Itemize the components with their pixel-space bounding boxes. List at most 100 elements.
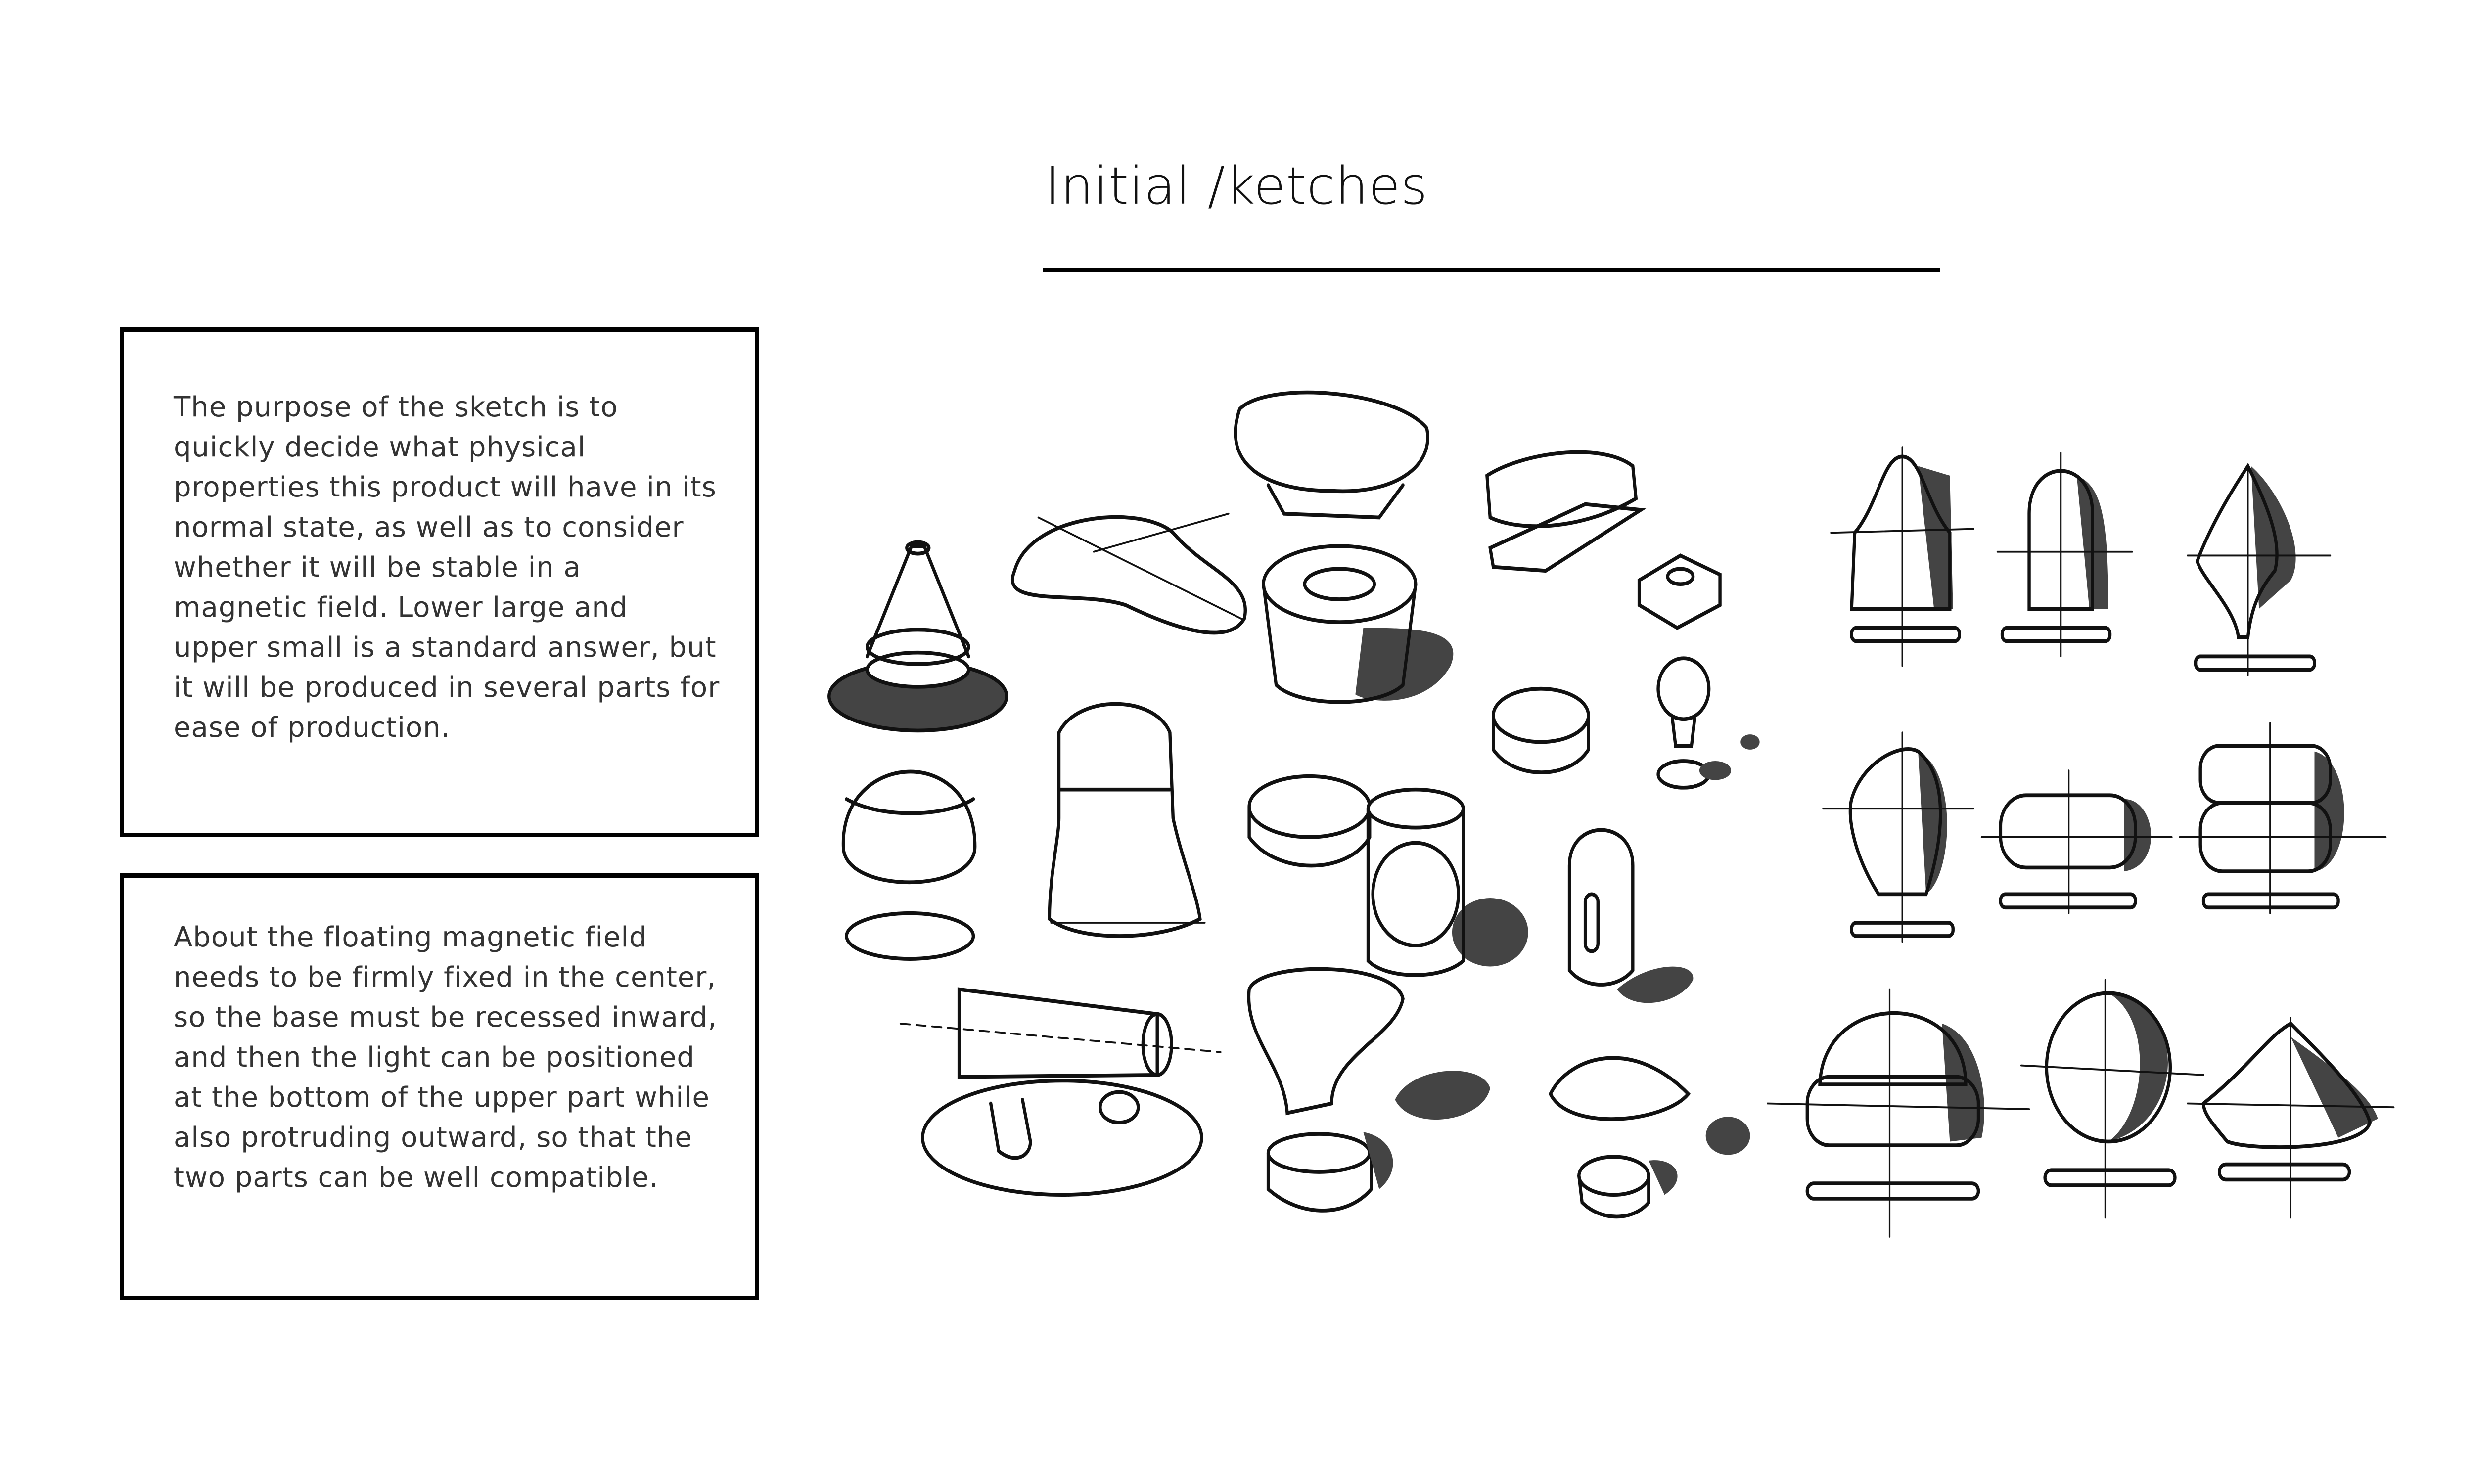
note-box-magnetic-field: About the floating magnetic field needs … (120, 873, 759, 1300)
sketch-stroke (1266, 1132, 1372, 1174)
sketch-stroke (1918, 751, 1947, 895)
sketch-pie (1247, 774, 1372, 868)
sketch-stroke (1577, 1173, 1650, 1219)
form-studies-grid (1767, 446, 2395, 1238)
sketch-stroke (1740, 734, 1760, 750)
page-title: Initial /ketches (1045, 156, 1428, 216)
sketch-stroke (1767, 988, 2030, 1238)
sketch-stroke (1266, 483, 1405, 520)
sketch-stroke (2201, 892, 2340, 910)
sketch-stroke (1366, 787, 1465, 830)
sketch-stroke (2198, 744, 2332, 805)
sketch-stroke (1805, 1181, 1980, 1201)
sketch-stroke (1666, 567, 1695, 586)
sketch-stroke (2251, 466, 2296, 609)
sketch-stroke (1548, 1056, 1691, 1121)
sketch-stroke (1671, 717, 1696, 748)
sketch-stroke (1488, 502, 1647, 573)
sketch-stroke (1649, 1160, 1678, 1195)
sketch-mushroom (1548, 1056, 1750, 1219)
sketch-stroke (1395, 1071, 1490, 1120)
sketch-stroke (1577, 1155, 1650, 1197)
sketch-stroke (1485, 450, 1638, 528)
sketch-stroke (1266, 1151, 1373, 1213)
sketch-stroke (841, 769, 977, 885)
sketch-stroke (1848, 747, 1942, 897)
sketch-stroke (1371, 841, 1460, 948)
sketch-stroke (1567, 828, 1635, 987)
sketch-stroke (1247, 967, 1405, 1116)
sketch-stroke (1037, 516, 1245, 622)
sketch-cone-lamp (827, 540, 1008, 733)
sketch-stroke (1637, 553, 1722, 630)
sketch-puck (1492, 686, 1590, 774)
title-underline (1043, 268, 1940, 272)
sketch-stroke (2179, 722, 2387, 914)
sketch-stroke (1303, 567, 1376, 601)
sketch-stroke (1656, 656, 1711, 721)
sketch-tube (899, 987, 1222, 1197)
sketch-stroke (905, 540, 931, 556)
sketch-stroke (1452, 898, 1528, 967)
form-study (1980, 769, 2173, 914)
sketch-stroke (989, 1097, 1032, 1160)
sketch-stroke (1247, 774, 1372, 839)
sketch-glass-cylinder (1366, 787, 1528, 977)
sketch-stroke (2187, 1017, 2395, 1219)
sketch-stroke (2027, 469, 2094, 611)
sketch-stroke (1366, 807, 1465, 977)
sketch-stroke (866, 544, 970, 659)
sketch-stroke (1099, 1090, 1140, 1124)
sketch-dome (841, 769, 977, 961)
sketch-block (1485, 450, 1647, 573)
sketch-small-box (1637, 553, 1722, 630)
sketch-stroke (1048, 702, 1202, 938)
sketch-stroke (1492, 713, 1590, 774)
sketch-stroke (845, 797, 975, 815)
sketch-stroke (2020, 979, 2204, 1219)
sketch-stroke (2314, 751, 2344, 872)
sketch-bulb (1656, 656, 1760, 790)
sketch-stroke (1705, 1117, 1750, 1155)
note-box-purpose: The purpose of the sketch is to quickly … (120, 327, 759, 837)
sketch-stroke (2195, 462, 2279, 639)
sketch-stroke (1262, 582, 1418, 704)
sketch-cylinder-shadow (1262, 544, 1454, 704)
form-study (1996, 451, 2133, 658)
sketch-bell-lamp (1048, 702, 1206, 938)
form-study (2179, 722, 2387, 914)
sketch-stroke (2290, 1036, 2378, 1138)
sketch-stroke (2108, 993, 2168, 1142)
sketch-stroke (1822, 731, 1974, 943)
sketch-capsule (1567, 828, 1694, 1003)
sketch-stroke (1010, 515, 1247, 635)
sketch-stroke (2201, 1021, 2372, 1149)
form-study (2020, 979, 2204, 1219)
sketch-stroke (957, 987, 1159, 1079)
sketch-cushion (1234, 390, 1429, 520)
sketch-stroke (2000, 626, 2112, 643)
sketch-stroke (1980, 769, 2173, 914)
sketch-stroke (1492, 686, 1590, 744)
sketch-stroke (1583, 892, 1600, 953)
sketch-stroke (2043, 1168, 2177, 1187)
sketch-stroke (866, 628, 970, 666)
sketch-stroke (921, 1079, 1203, 1197)
form-study (1830, 446, 1974, 667)
sketch-stroke (1999, 892, 2137, 910)
sketch-stroke (1850, 626, 1961, 643)
form-study (2187, 462, 2332, 676)
note-text-magnetic-field: About the floating magnetic field needs … (174, 921, 718, 1194)
sketch-stroke (1234, 390, 1429, 494)
sketch-stroke (1918, 466, 1953, 609)
sketch-stroke (899, 1022, 1222, 1053)
sketch-stroke (1247, 805, 1372, 868)
sketch-stroke (1262, 544, 1418, 624)
sketch-stroke (1699, 761, 1731, 780)
sketch-stroke (1850, 921, 1955, 938)
sketch-stroke (1363, 1132, 1393, 1189)
form-study (2187, 1017, 2395, 1219)
sketch-stroke (1818, 1011, 1968, 1086)
sketch-stroke (1617, 966, 1694, 1003)
